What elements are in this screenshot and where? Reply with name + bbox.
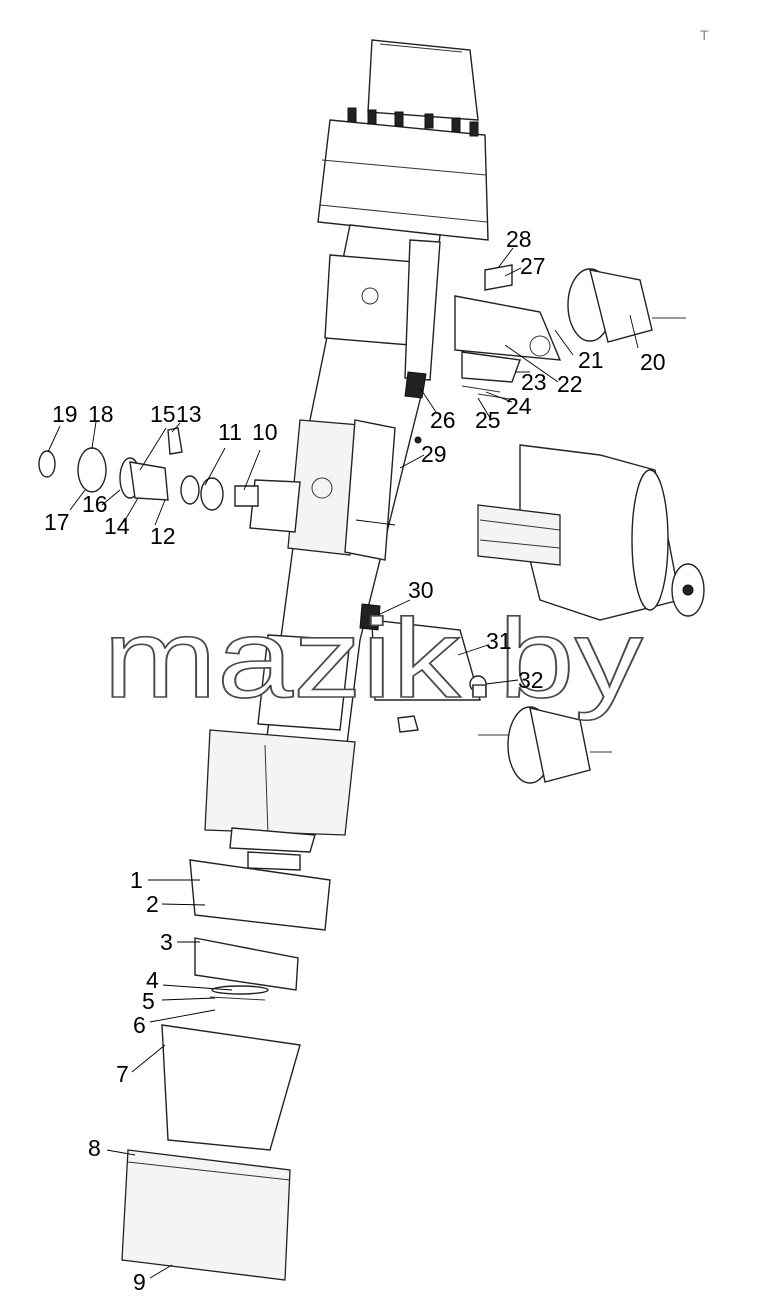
upper-brake-chamber [414,264,686,444]
callout-17: 17 [44,509,70,535]
callout-18: 18 [88,401,114,427]
callout-10: 10 [252,419,278,445]
callout-11: 11 [218,419,242,445]
callout-29: 29 [421,441,447,467]
callout-5: 5 [142,988,155,1014]
callout-12: 12 [150,523,176,549]
callout-7: 7 [116,1061,129,1087]
callout-13: 13 [176,401,202,427]
leader-lines [47,247,639,1279]
callout-3: 3 [160,929,173,955]
callout-8: 8 [88,1135,101,1161]
lower-brake-bracket [359,603,612,784]
callout-19: 19 [52,401,78,427]
callout-9: 9 [133,1269,146,1295]
callout-22: 22 [557,371,583,397]
callout-25: 25 [475,407,501,433]
callout-21: 21 [578,347,604,373]
reduction-gear-assembly [477,444,705,621]
top-hub-assembly [317,39,489,241]
left-hub-parts [38,427,259,511]
callout-23: 23 [521,369,547,395]
callout-14: 14 [104,513,130,539]
callout-30: 30 [408,577,434,603]
callout-24: 24 [506,393,532,419]
callout-27: 27 [520,253,546,279]
axle-beam [249,224,441,761]
callout-16: 16 [82,491,108,517]
callout-28: 28 [506,226,532,252]
callout-20: 20 [640,349,666,375]
callout-labels: 1 2 3 4 5 6 7 8 9 10 11 12 13 14 15 16 1… [44,226,666,1295]
callout-32: 32 [518,667,544,693]
lower-hub-stack [121,729,356,1281]
callout-26: 26 [430,407,456,433]
callout-1: 1 [130,867,143,893]
callout-4: 4 [146,967,159,993]
watermark: mazik.by [103,596,643,721]
callout-2: 2 [146,891,159,917]
callout-15: 15 [150,401,176,427]
callout-6: 6 [133,1012,146,1038]
callout-31: 31 [486,628,512,654]
corner-mark: T [700,27,709,43]
